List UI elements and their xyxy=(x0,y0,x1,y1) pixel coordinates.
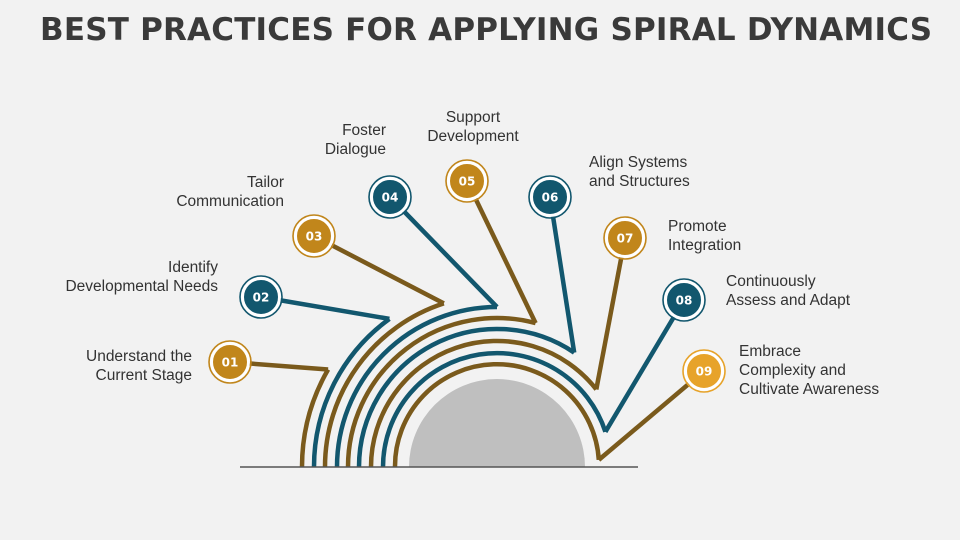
badge-ring xyxy=(208,340,252,384)
step-badge-04: 04 xyxy=(368,175,412,219)
connector-line-7 xyxy=(594,237,628,390)
connector-line-9 xyxy=(597,369,706,462)
connector-line-4 xyxy=(388,195,499,309)
badge-circle xyxy=(210,342,250,382)
spiral-arc-2 xyxy=(311,317,391,468)
badge-number: 04 xyxy=(382,191,399,205)
badge-number: 07 xyxy=(617,232,634,246)
spiral-arc-7 xyxy=(368,338,599,468)
connector-line-6 xyxy=(547,196,577,353)
badge-ring xyxy=(662,278,706,322)
badge-ring xyxy=(292,214,336,258)
badge-circle xyxy=(684,351,724,391)
spiral-arc-9 xyxy=(392,362,602,468)
spiral-arc-4 xyxy=(334,304,498,468)
spiral-arc-8 xyxy=(380,350,608,468)
center-dome xyxy=(409,379,585,467)
badge-circle xyxy=(294,216,334,256)
badge-circle xyxy=(605,218,645,258)
badge-number: 05 xyxy=(459,175,476,189)
step-badge-03: 03 xyxy=(292,214,336,258)
step-badge-02: 02 xyxy=(239,275,283,319)
spiral-arc-6 xyxy=(356,326,576,468)
badge-ring xyxy=(528,175,572,219)
badge-number: 09 xyxy=(696,365,713,379)
step-badge-06: 06 xyxy=(528,175,572,219)
badge-number: 08 xyxy=(676,294,693,308)
badge-ring xyxy=(603,216,647,260)
badge-ring xyxy=(445,159,489,203)
page-title: BEST PRACTICES FOR APPLYING SPIRAL DYNAM… xyxy=(40,12,933,48)
spiral-arcs xyxy=(299,301,608,468)
badge-number: 02 xyxy=(253,291,270,305)
connector-line-3 xyxy=(312,234,445,306)
number-badges: 01 02 03 04 05 06 07 08 09 xyxy=(208,159,726,393)
step-badge-05: 05 xyxy=(445,159,489,203)
spiral-arc-5 xyxy=(345,315,537,468)
badge-ring xyxy=(239,275,283,319)
badge-circle xyxy=(664,280,704,320)
badge-circle xyxy=(530,177,570,217)
connector-line-5 xyxy=(464,180,538,325)
connector-line-8 xyxy=(603,298,686,433)
step-badge-09: 09 xyxy=(682,349,726,393)
badge-circle xyxy=(447,161,487,201)
step-badge-08: 08 xyxy=(662,278,706,322)
connector-lines xyxy=(229,180,706,462)
badge-ring xyxy=(368,175,412,219)
spiral-arc-3 xyxy=(322,301,445,468)
badge-number: 06 xyxy=(542,191,559,205)
badge-number: 03 xyxy=(306,230,323,244)
step-badge-01: 01 xyxy=(208,340,252,384)
badge-number: 01 xyxy=(222,356,239,370)
badge-circle xyxy=(241,277,281,317)
spiral-arc-1 xyxy=(299,368,331,468)
badge-ring xyxy=(682,349,726,393)
badge-circle xyxy=(370,177,410,217)
step-badge-07: 07 xyxy=(603,216,647,260)
